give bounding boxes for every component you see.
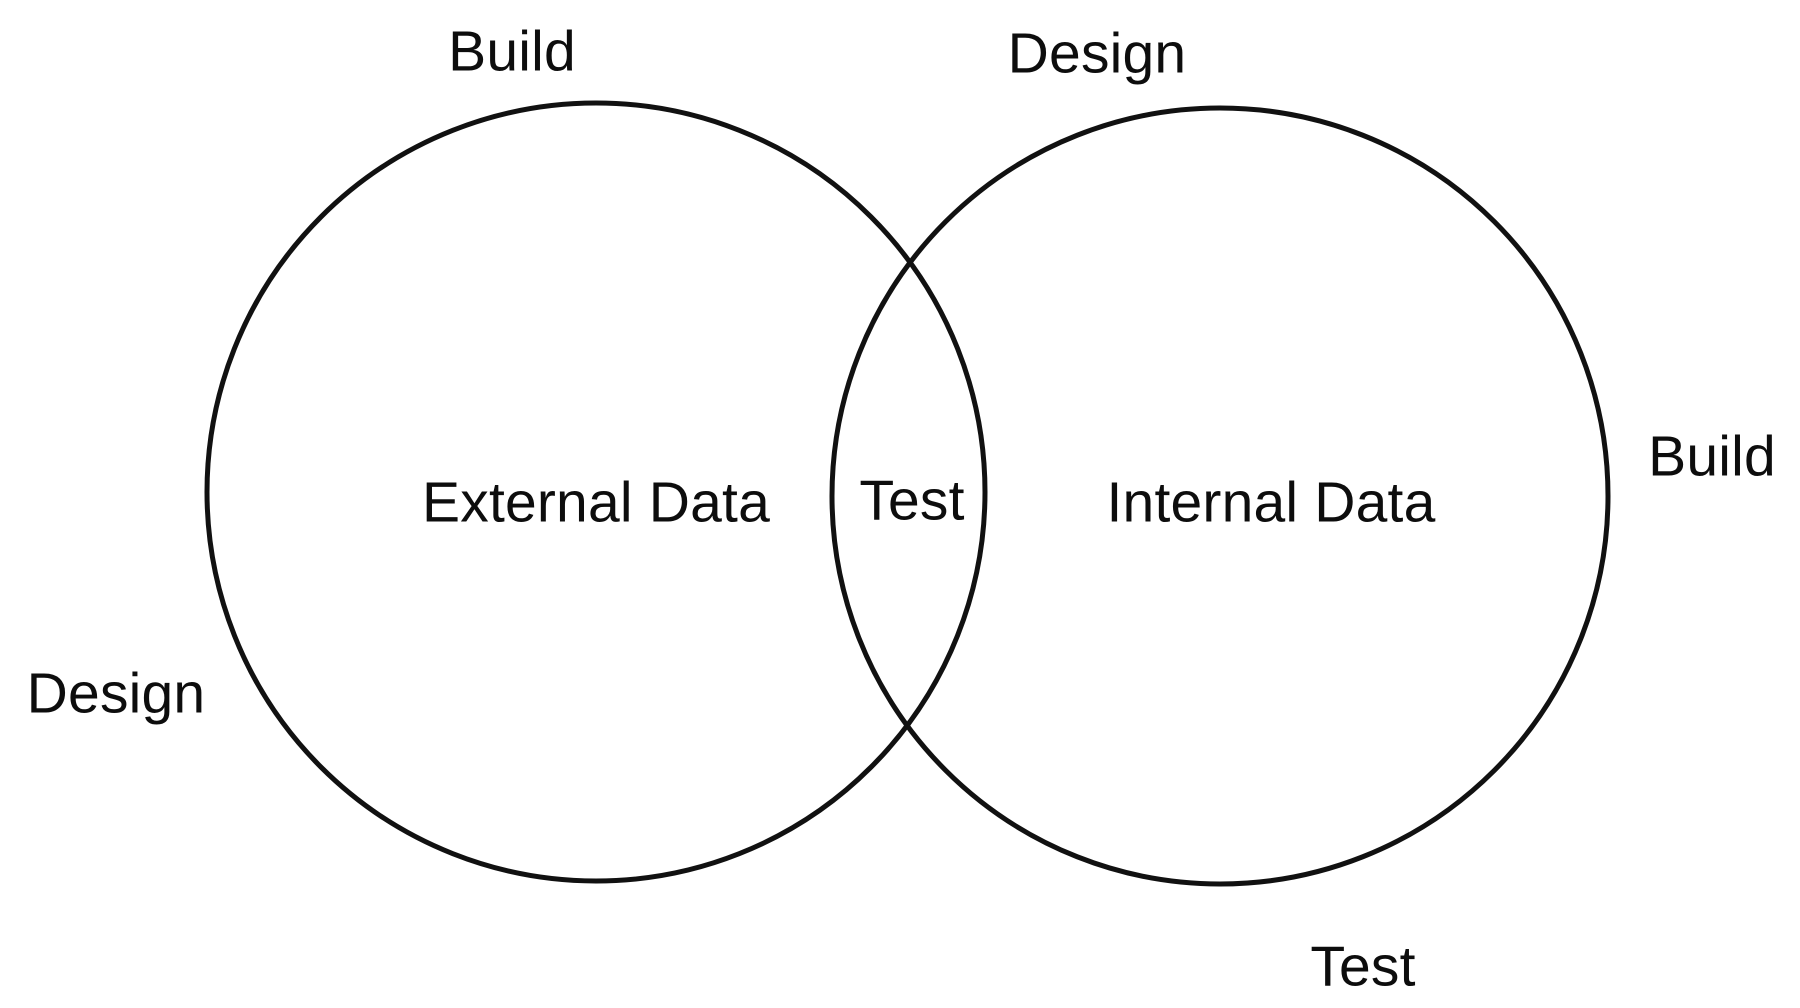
venn-circle-internal-data[interactable] — [829, 105, 1611, 887]
outer-label-test-bottom: Test — [1310, 934, 1416, 999]
region-label-external-data: External Data — [422, 470, 770, 535]
venn-circle-external-data[interactable] — [204, 100, 988, 884]
outer-label-build-top: Build — [448, 19, 576, 84]
outer-label-design-left: Design — [26, 661, 206, 726]
outer-label-build-right: Build — [1648, 424, 1776, 489]
outer-label-design-top: Design — [1007, 21, 1187, 86]
region-label-test-intersection: Test — [859, 468, 965, 533]
region-label-internal-data: Internal Data — [1106, 470, 1436, 535]
